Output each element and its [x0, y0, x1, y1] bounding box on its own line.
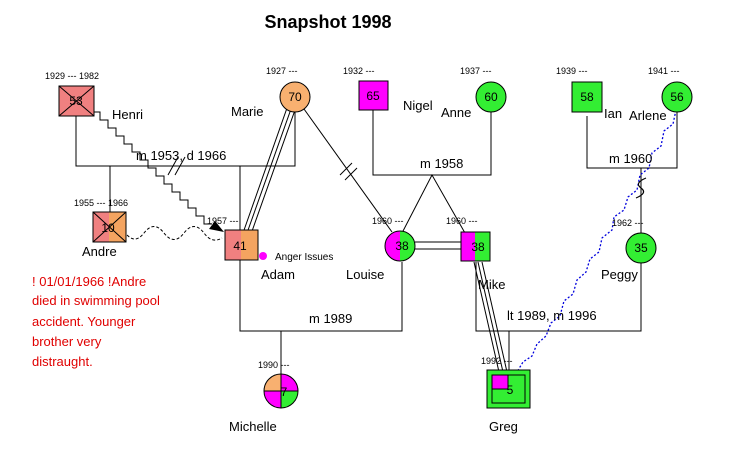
note-line: died in swimming pool: [32, 293, 160, 308]
page-title: Snapshot 1998: [264, 12, 391, 32]
person-mike[interactable]: 38: [460, 231, 491, 262]
arlene-years: 1941 ---: [648, 66, 680, 76]
henri-name: Henri: [112, 107, 143, 122]
person-andre[interactable]: 10: [92, 211, 127, 243]
michelle-years: 1990 ---: [258, 360, 290, 370]
adam-age: 41: [233, 239, 247, 253]
person-greg[interactable]: 5: [486, 369, 531, 409]
rel-label-ian-arlene: m 1960: [609, 151, 652, 166]
marie-years: 1927 ---: [266, 66, 298, 76]
note-line: brother very: [32, 334, 102, 349]
ian-name: Ian: [604, 106, 622, 121]
rel-label-mike-peggy: lt 1989, m 1996: [507, 308, 597, 323]
note-line: ! 01/01/1966 !Andre: [32, 274, 146, 289]
greg-name: Greg: [489, 419, 518, 434]
person-henri[interactable]: 53: [58, 85, 95, 117]
peggy-years: 1962 ---: [612, 218, 644, 228]
ian-years: 1939 ---: [556, 66, 588, 76]
michelle-age: 7: [281, 385, 288, 399]
greg-years: 1992 ---: [481, 356, 513, 366]
person-michelle[interactable]: 7: [263, 373, 299, 409]
note-line: distraught.: [32, 354, 93, 369]
henri-age: 53: [69, 94, 83, 108]
rel-label-adam-louise: m 1989: [309, 311, 352, 326]
greg-age: 5: [507, 383, 514, 397]
person-marie[interactable]: 70: [279, 81, 311, 113]
anger-issues-dot: [259, 252, 267, 260]
andre-name: Andre: [82, 244, 117, 259]
mike-age: 38: [471, 240, 485, 254]
marie-name: Marie: [231, 104, 264, 119]
adam-name: Adam: [261, 267, 295, 282]
louise-name: Louise: [346, 267, 384, 282]
relationship-marker-s: [635, 177, 647, 199]
person-nigel[interactable]: 65: [358, 80, 389, 111]
relationship-lines: [75, 108, 678, 374]
person-ian[interactable]: 58: [571, 81, 603, 113]
person-arlene[interactable]: 56: [661, 81, 693, 113]
mike-name: Mike: [478, 277, 505, 292]
person-louise[interactable]: 38: [384, 230, 416, 262]
andre-age: 10: [101, 221, 115, 235]
fused-line-marie-adam: [242, 107, 296, 235]
abuse-line-henri-adam: [84, 103, 212, 225]
nigel-years: 1932 ---: [343, 66, 375, 76]
michelle-name: Michelle: [229, 419, 277, 434]
adam-years: 1957 ---: [207, 216, 239, 226]
anne-age: 60: [484, 90, 498, 104]
arlene-age: 56: [670, 90, 684, 104]
peggy-name: Peggy: [601, 267, 638, 282]
ian-age: 58: [580, 90, 594, 104]
rel-label-nigel-anne: m 1958: [420, 156, 463, 171]
person-adam[interactable]: 41: [224, 229, 259, 261]
nigel-age: 65: [366, 89, 380, 103]
louise-age: 38: [395, 239, 409, 253]
anne-name: Anne: [441, 105, 471, 120]
mike-years: 1960 ---: [446, 216, 478, 226]
note-line: accident. Younger: [32, 314, 136, 329]
note-andre: ! 01/01/1966 !Andre died in swimming poo…: [32, 274, 160, 369]
person-anne[interactable]: 60: [475, 81, 507, 113]
marie-age: 70: [288, 90, 302, 104]
blue-link-arlene-greg: [516, 109, 677, 373]
louise-years: 1960 ---: [372, 216, 404, 226]
distant-line-andre-adam: [123, 226, 223, 241]
abuse-arrow-head: [209, 221, 224, 232]
close-line-louise-mike: [415, 241, 461, 250]
nigel-name: Nigel: [403, 98, 433, 113]
fused-line-mike-greg: [473, 261, 508, 373]
andre-years: 1955 --- 1966: [74, 198, 128, 208]
anger-issues-label: Anger Issues: [275, 252, 333, 263]
anne-years: 1937 ---: [460, 66, 492, 76]
arlene-name: Arlene: [629, 108, 667, 123]
peggy-age: 35: [634, 241, 648, 255]
rel-label-henri-marie: m 1953, d 1966: [136, 148, 226, 163]
person-peggy[interactable]: 35: [625, 232, 657, 264]
henri-years: 1929 --- 1982: [45, 71, 99, 81]
